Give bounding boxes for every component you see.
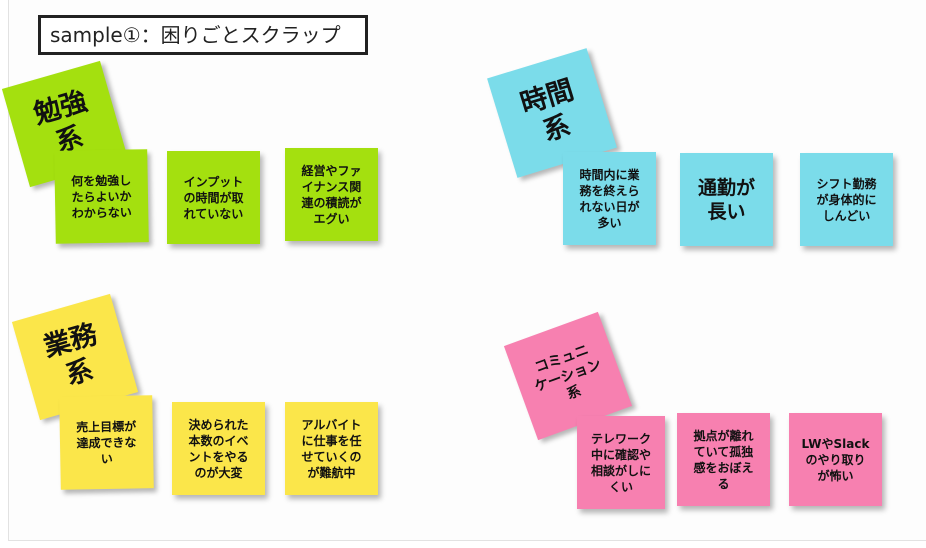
sticky-note-comm-3[interactable]: LWやSlack のやり取り が怖い — [789, 413, 882, 506]
scrap-board — [8, 0, 926, 541]
sticky-note-work-3[interactable]: アルバイト に仕事を任 せていくの が難航中 — [285, 402, 378, 495]
sticky-note-work-2[interactable]: 決められた 本数のイベ ントをやる のが大変 — [172, 402, 265, 495]
sticky-note-study-2[interactable]: インプット の時間が取 れていない — [167, 151, 260, 244]
sticky-note-work-1[interactable]: 売上目標が 達成できな い — [59, 395, 154, 490]
sticky-note-study-3[interactable]: 経営やファ イナンス関 連の積読が エグい — [285, 148, 378, 241]
sticky-note-time-2[interactable]: 通勤が 長い — [680, 153, 773, 246]
sticky-note-time-3[interactable]: シフト勤務 が身体的に しんどい — [800, 153, 893, 246]
sticky-note-comm-2[interactable]: 拠点が離れ ていて孤独 感をおぼえ る — [677, 413, 770, 506]
sticky-note-study-1[interactable]: 何を勉強し たらよいか わからない — [54, 149, 149, 244]
page-title: sample①：困りごとスクラップ — [38, 15, 368, 55]
sticky-note-comm-1[interactable]: テレワーク 中に確認や 相談がしに くい — [577, 416, 665, 509]
sticky-note-time-1[interactable]: 時間内に業 務を終えら れない日が 多い — [563, 152, 656, 245]
